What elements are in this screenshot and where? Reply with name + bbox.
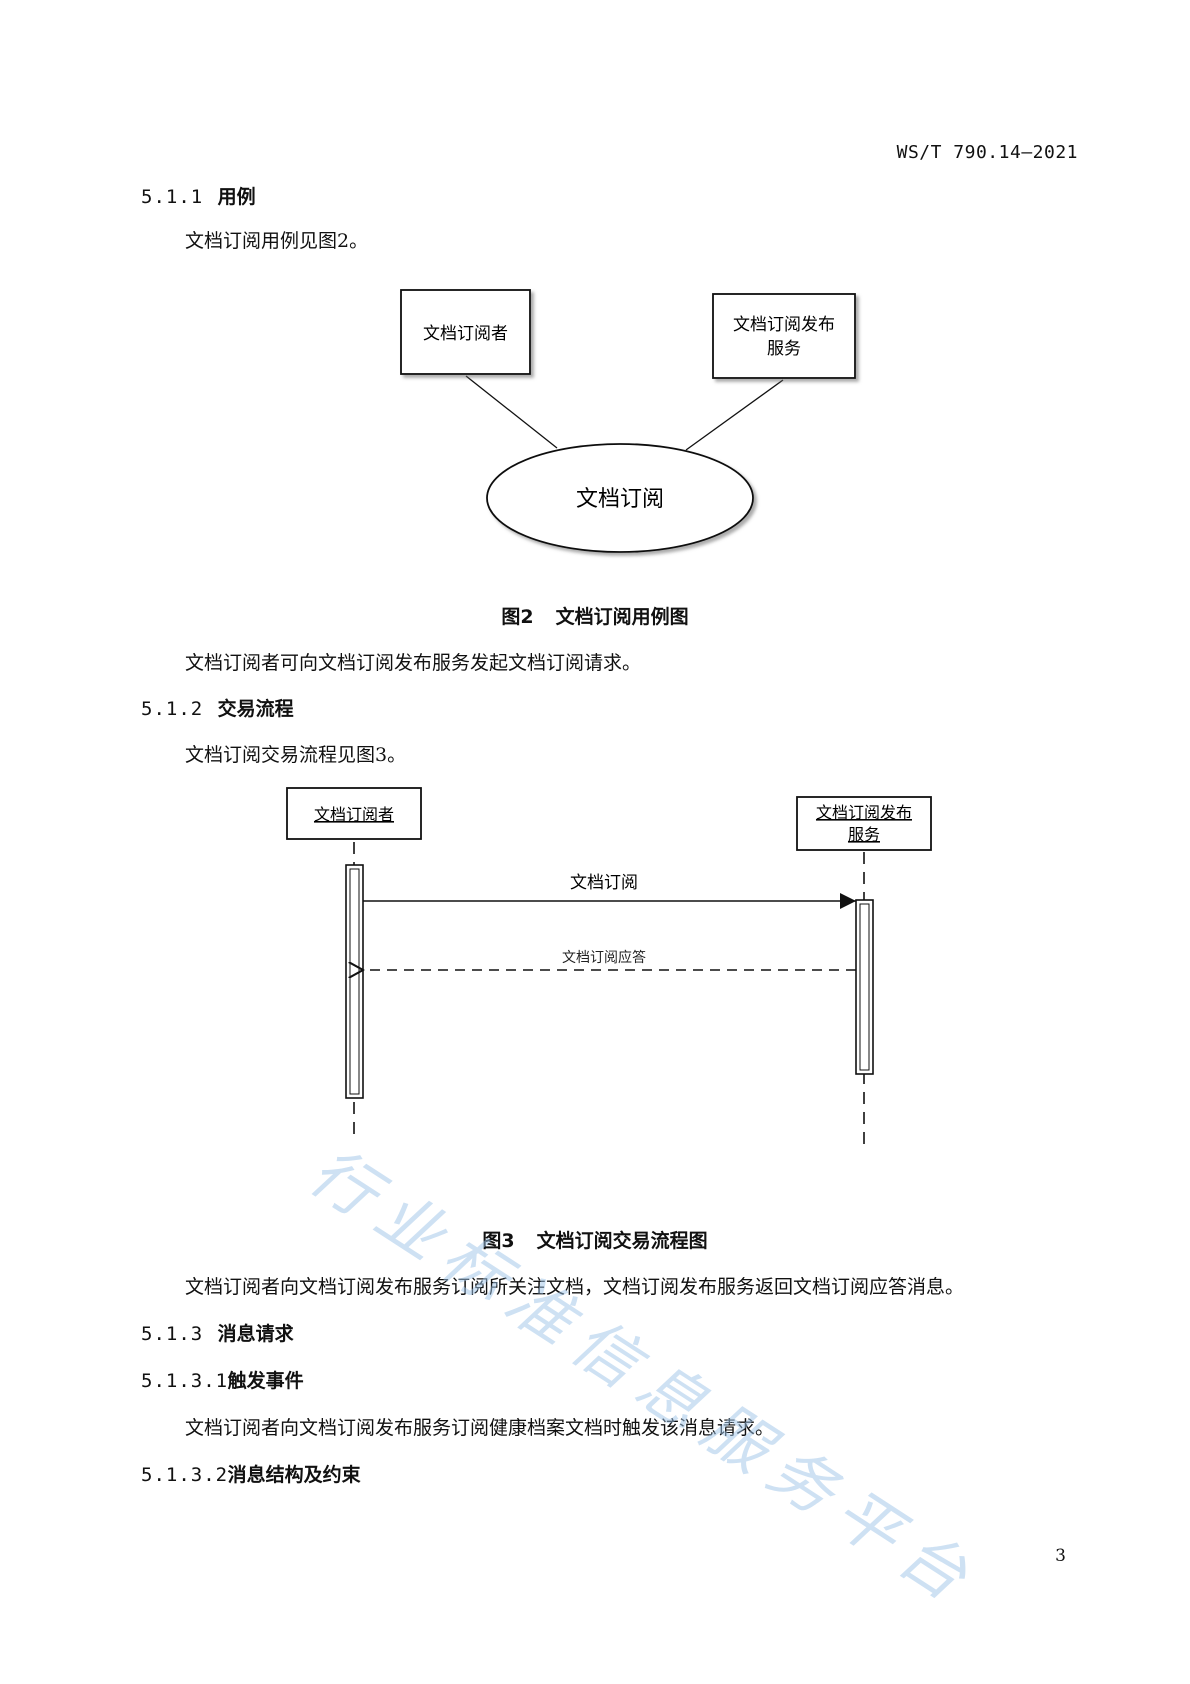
section-title: 交易流程 xyxy=(217,698,294,720)
section-number: 5.1.1 xyxy=(141,186,204,208)
actor-box-publish-service xyxy=(712,293,856,379)
section-title: 用例 xyxy=(217,186,256,208)
figure-2-caption: 图2 文档订阅用例图 xyxy=(0,602,1190,629)
activation-bar-subscriber-inner xyxy=(349,868,360,1095)
message-label-request: 文档订阅 xyxy=(570,873,638,893)
section-heading-5-1-3-1: 5.1.3.1 触发事件 xyxy=(141,1366,304,1393)
lifeline-box-publish-service xyxy=(796,796,932,851)
figure-3-sequence-diagram: 文档订阅者 文档订阅发布 服务 文档订阅 文档订阅应答 xyxy=(286,787,932,1150)
lifeline-label-publish-service-line2: 服务 xyxy=(848,825,880,844)
lifeline-box-subscriber xyxy=(286,787,422,840)
section-number: 5.1.3.1 xyxy=(141,1370,229,1392)
standard-code: WS/T 790.14—2021 xyxy=(896,142,1078,163)
section-number: 5.1.2 xyxy=(141,698,204,720)
paragraph-use-case-ref: 文档订阅用例见图2。 xyxy=(185,230,369,252)
watermark-text: 行业标准信息服务平台 xyxy=(296,1135,992,1622)
lifeline-label-subscriber: 文档订阅者 xyxy=(314,805,394,824)
message-label-response: 文档订阅应答 xyxy=(562,949,646,966)
section-heading-5-1-3: 5.1.3 消息请求 xyxy=(141,1319,294,1346)
activation-bar-subscriber xyxy=(345,864,364,1099)
figure-3-caption: 图3 文档订阅交易流程图 xyxy=(0,1226,1190,1253)
activation-bar-publish-service-inner xyxy=(859,903,870,1071)
association-line-right xyxy=(685,379,784,451)
activation-bar-publish-service xyxy=(855,899,874,1075)
paragraph-use-case-desc: 文档订阅者可向文档订阅发布服务发起文档订阅请求。 xyxy=(185,652,642,674)
actor-label-publish-service-line1: 文档订阅发布 xyxy=(733,315,835,335)
page-number: 3 xyxy=(1055,1546,1066,1566)
caption-title: 文档订阅交易流程图 xyxy=(536,1230,708,1252)
lifeline-label-publish-service-line1: 文档订阅发布 xyxy=(816,803,912,822)
section-title: 触发事件 xyxy=(227,1370,304,1392)
actor-label-subscriber: 文档订阅者 xyxy=(423,324,508,344)
section-number: 5.1.3.2 xyxy=(141,1464,229,1486)
paragraph-flow-desc: 文档订阅者向文档订阅发布服务订阅所关注文档，文档订阅发布服务返回文档订阅应答消息… xyxy=(185,1276,965,1298)
section-heading-5-1-2: 5.1.2 交易流程 xyxy=(141,694,294,721)
section-title: 消息请求 xyxy=(217,1323,294,1345)
actor-box-subscriber xyxy=(400,289,531,375)
association-line-left xyxy=(465,375,558,449)
paragraph-trigger-desc: 文档订阅者向文档订阅发布服务订阅健康档案文档时触发该消息请求。 xyxy=(185,1417,775,1439)
section-number: 5.1.3 xyxy=(141,1323,204,1345)
section-heading-5-1-3-2: 5.1.3.2 消息结构及约束 xyxy=(141,1460,361,1487)
caption-number: 图2 xyxy=(501,606,534,628)
paragraph-flow-ref: 文档订阅交易流程见图3。 xyxy=(185,744,407,766)
section-title: 消息结构及约束 xyxy=(227,1464,361,1486)
caption-number: 图3 xyxy=(482,1230,515,1252)
figure-2-use-case-diagram: 文档订阅者 文档订阅发布 服务 文档订阅 xyxy=(400,289,856,553)
section-heading-5-1-1: 5.1.1 用例 xyxy=(141,182,256,209)
use-case-ellipse xyxy=(486,443,754,553)
actor-label-publish-service-line2: 服务 xyxy=(767,339,801,359)
use-case-label: 文档订阅 xyxy=(576,487,664,512)
caption-title: 文档订阅用例图 xyxy=(555,606,689,628)
